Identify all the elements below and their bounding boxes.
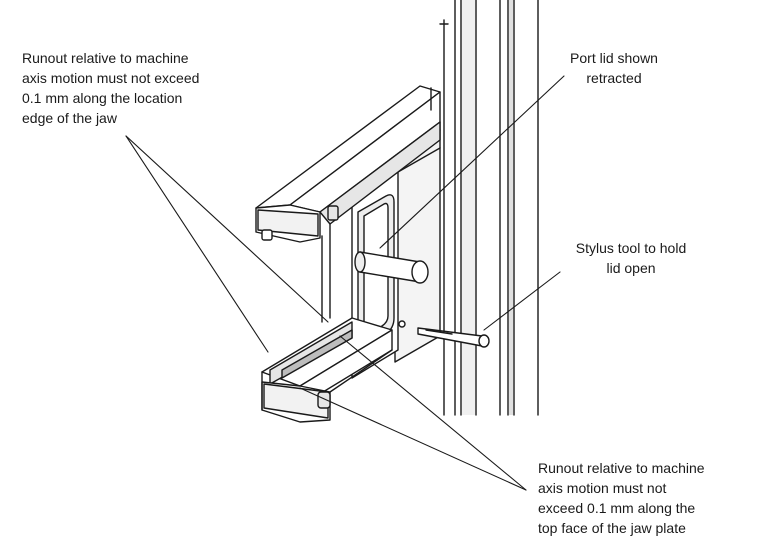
machine-column — [439, 0, 542, 544]
callout-line: Stylus tool to hold — [575, 240, 687, 256]
callout-port-lid: Port lid shown retracted — [556, 48, 672, 88]
callout-line: Runout relative to machine — [22, 50, 189, 66]
stylus-tool — [398, 320, 490, 348]
callout-line: axis motion must not — [538, 480, 667, 496]
callout-line: 0.1 mm along the location — [22, 90, 183, 106]
leader-lines — [125, 75, 565, 491]
callout-line: exceed 0.1 mm along the — [538, 500, 696, 516]
port-lid-pin — [354, 251, 429, 284]
callout-line: top face of the jaw plate — [538, 520, 686, 536]
callout-stylus-tool: Stylus tool to hold lid open — [556, 238, 706, 278]
callout-line: lid open — [606, 260, 656, 276]
lower-jaw — [261, 317, 393, 423]
callout-line: retracted — [586, 70, 642, 86]
callout-runout-top-face: Runout relative to machine axis motion m… — [538, 458, 705, 538]
callout-line: axis motion must not exceed — [22, 70, 200, 86]
callout-line: Port lid shown — [570, 50, 658, 66]
upper-jaw — [255, 85, 441, 323]
callout-line: Runout relative to machine — [538, 460, 705, 476]
callout-line: edge of the jaw — [22, 110, 117, 126]
callout-runout-location-edge: Runout relative to machine axis motion m… — [22, 48, 199, 128]
